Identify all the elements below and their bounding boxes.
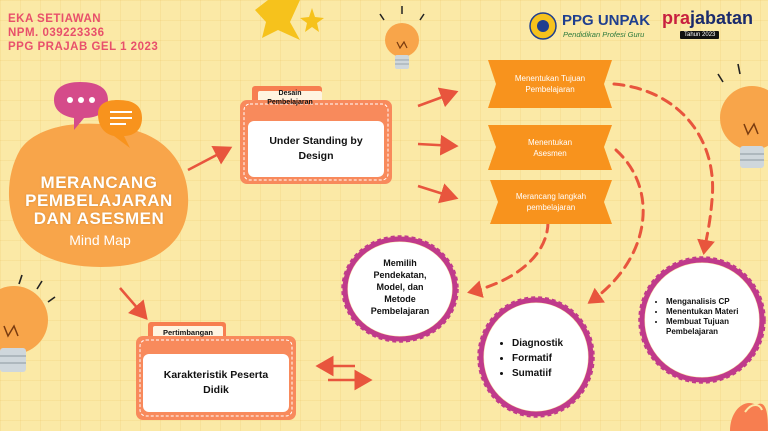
cp-item: Menentukan Materi [666, 307, 752, 317]
circle-method-line5: Pembelajaran [370, 306, 430, 316]
central-title-line2: PEMBELAJARAN [25, 191, 173, 210]
author-block: EKA SETIAWAN NPM. 039223336 PPG PRAJAB G… [8, 12, 158, 54]
unpak-logo-text: PPG UNPAK [562, 12, 651, 29]
assessment-list: Diagnostik Formatif Sumatiif [498, 336, 588, 381]
lightbulb-icon [379, 6, 425, 69]
ribbon-banners [488, 60, 612, 224]
design-folder-content-line1: Under Standing by [269, 135, 363, 147]
design-folder-content-line2: Design [298, 150, 334, 162]
connector-arrows [119, 87, 459, 391]
central-subtitle: Mind Map [69, 232, 131, 248]
cp-list: Menganalisis CP Menentukan Materi Membua… [652, 297, 752, 337]
lightbulb-icon [717, 63, 768, 168]
prajabatan-logo-a: pra [662, 8, 691, 28]
step-3-line1: Merancang langkah [515, 192, 587, 201]
considerations-folder-tab: Pertimbangan [162, 328, 213, 337]
design-folder-tab-line2: Pembelajaran [267, 98, 313, 106]
design-folder-card: Under Standing by Design [248, 121, 384, 177]
lightbulb-icon [0, 274, 56, 372]
prajabatan-logo: prajabatan [662, 8, 753, 29]
considerations-content-line1: Karakteristik Peserta [163, 369, 269, 381]
step-2-line1: Menentukan [527, 137, 573, 147]
design-folder-tab-line1: Desain [278, 90, 302, 97]
circle-fills [348, 242, 759, 411]
step-3-line2: pembelajaran [526, 203, 576, 212]
assessment-item: Sumatiif [512, 366, 588, 381]
circle-assessment-text: Diagnostik Formatif Sumatiif [498, 336, 588, 381]
unpak-seal-icon [529, 12, 557, 40]
dashed-flow [467, 82, 715, 304]
author-program: PPG PRAJAB GEL 1 2023 [8, 41, 159, 53]
circle-method-line1: Memilih [383, 258, 417, 268]
step-ribbon-3: Merancang langkah pembelajaran [498, 180, 604, 224]
unpak-logo-subtext: Pendidikan Profesi Guru [563, 30, 645, 39]
cp-item: Menganalisis CP [666, 297, 752, 307]
brush-circles [341, 235, 766, 418]
central-blob [8, 82, 189, 267]
step-ribbon-2: Menentukan Asesmen [496, 125, 604, 170]
assessment-item: Formatif [512, 351, 588, 366]
step-ribbon-1: Menentukan Tujuan Pembelajaran [496, 60, 604, 108]
ribbon-decoration [730, 402, 768, 431]
circle-cp-text: Menganalisis CP Menentukan Materi Membua… [652, 297, 752, 337]
prajabatan-logo-b: jabatan [690, 8, 754, 28]
circle-method-line3: Model, dan [376, 282, 424, 292]
assessment-item: Diagnostik [512, 336, 588, 351]
author-name: EKA SETIAWAN [8, 13, 102, 25]
step-1-line2: Pembelajaran [525, 85, 575, 94]
prajabatan-logo-subtext: Tahun 2023 [680, 31, 720, 39]
considerations-content-line2: Didik [203, 384, 229, 396]
author-npm: NPM. 039223336 [8, 27, 105, 39]
step-2-line2: Asesmen [533, 148, 567, 158]
design-folder-tab: Desain Pembelajaran [258, 90, 322, 107]
central-title-line3: DAN ASESMEN [33, 209, 165, 228]
central-title: MERANCANG PEMBELAJARAN DAN ASESMEN [14, 174, 184, 228]
circle-method-line2: Pendekatan, [373, 270, 427, 280]
star-icon [255, 0, 324, 40]
circle-method-text: Memilih Pendekatan, Model, dan Metode Pe… [354, 257, 446, 317]
step-1-line1: Menentukan Tujuan [514, 74, 586, 83]
cp-item: Membuat Tujuan Pembelajaran [666, 317, 752, 337]
considerations-folder-card: Karakteristik Peserta Didik [143, 354, 289, 412]
central-title-line1: MERANCANG [40, 173, 158, 192]
circle-method-line4: Metode [384, 294, 416, 304]
